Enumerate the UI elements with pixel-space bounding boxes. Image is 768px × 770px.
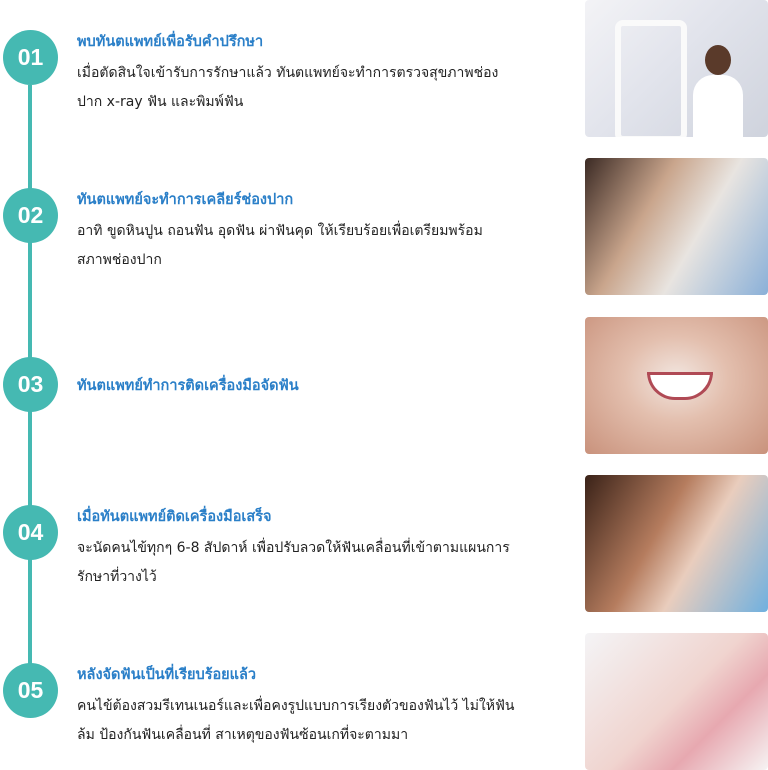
xray-machine-photo <box>585 0 768 137</box>
retainer-photo <box>585 633 768 770</box>
step-title: ทันตแพทย์จะทำการเคลียร์ช่องปาก <box>77 192 294 208</box>
step-number-badge: 02 <box>3 188 58 243</box>
dentist-examining-patient-photo <box>585 158 768 295</box>
step-description: คนไข้ต้องสวมรีเทนเนอร์และเพื่อคงรูปแบบกา… <box>77 698 515 743</box>
smile-with-braces-photo <box>585 317 768 454</box>
step-description: เมื่อตัดสินใจเข้ารับการรักษาแล้ว ทันตแพท… <box>77 65 499 110</box>
smiling-patient-photo <box>585 475 768 612</box>
step-description: อาทิ ขูดหินปูน ถอนฟัน อุดฟัน ผ่าฟันคุด ใ… <box>77 223 483 268</box>
step-title: ทันตแพทย์ทำการติดเครื่องมือจัดฟัน <box>77 378 299 394</box>
step-number-badge: 05 <box>3 663 58 718</box>
step-description: จะนัดคนไข้ทุกๆ 6-8 สัปดาห์ เพื่อปรับลวดใ… <box>77 540 510 585</box>
step-number-badge: 01 <box>3 30 58 85</box>
step-title: หลังจัดฟันเป็นที่เรียบร้อยแล้ว <box>77 667 257 683</box>
step-title: เมื่อทันตแพทย์ติดเครื่องมือเสร็จ <box>77 509 272 525</box>
step-title: พบทันตแพทย์เพื่อรับคำปรึกษา <box>77 34 264 50</box>
step-number-badge: 03 <box>3 357 58 412</box>
step-number-badge: 04 <box>3 505 58 560</box>
